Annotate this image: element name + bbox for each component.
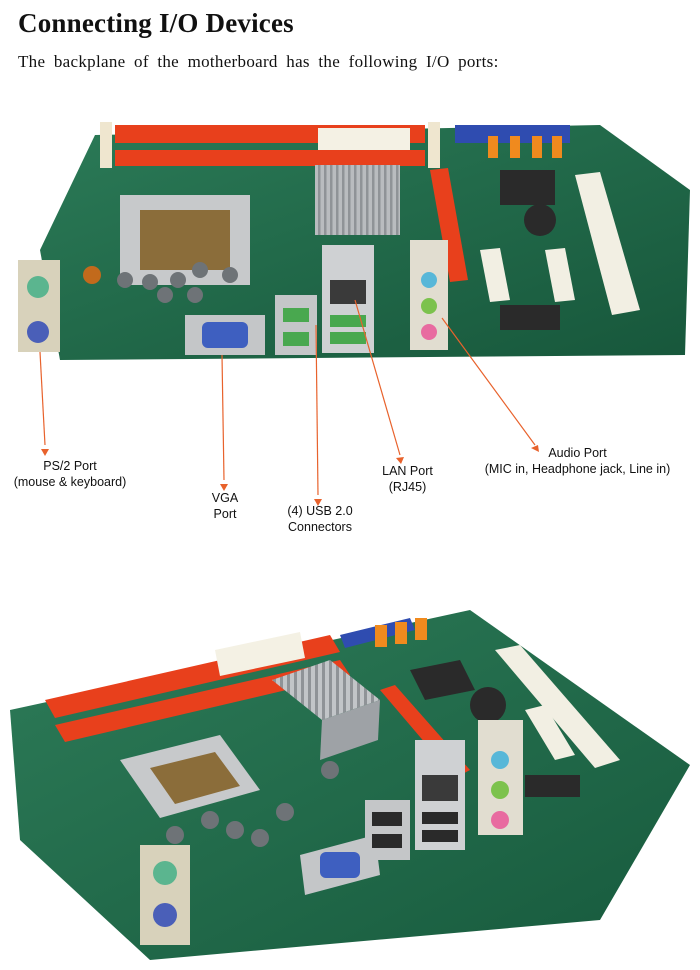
lan-port-label: LAN Port (RJ45) [382, 464, 433, 494]
motherboard-angled-view-image [10, 610, 690, 960]
vga-port-label: VGA Port [211, 491, 239, 521]
intro-text: The backplane of the motherboard has the… [18, 52, 499, 71]
usb-connectors-label: (4) USB 2.0 Connectors [287, 504, 353, 534]
ps2-port-label: PS/2 Port (mouse & keyboard) [13, 459, 127, 489]
page-title: Connecting I/O Devices [18, 8, 294, 38]
motherboard-top-view-image [18, 122, 690, 360]
audio-port-label: Audio Port (MIC in, Headphone jack, Line… [484, 446, 671, 476]
